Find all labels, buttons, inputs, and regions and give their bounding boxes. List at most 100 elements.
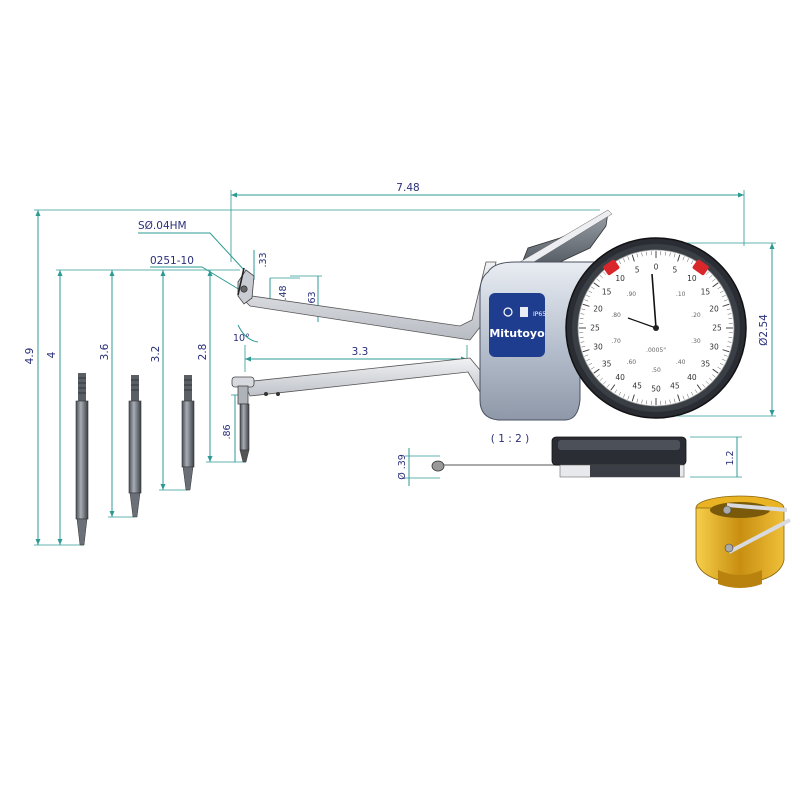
dial-tick	[636, 253, 639, 258]
dial-tick	[641, 399, 643, 404]
dimension-probe-28: 2.8	[197, 270, 246, 463]
probe-4-label: 4	[46, 351, 58, 358]
dial-inner-numbers: .10.20.30.40.50.60.70.80.90	[611, 291, 701, 374]
dial-inner-number: .30	[691, 338, 701, 345]
dial-tick	[726, 308, 731, 311]
dimension-tip-48: .48	[269, 277, 300, 302]
dial-tick	[590, 286, 595, 290]
dial-outer-number: 5	[635, 265, 640, 274]
dial-tick	[641, 252, 643, 257]
dial-tick	[712, 374, 716, 378]
dial-tick	[723, 354, 728, 357]
dial-tick	[723, 299, 728, 302]
dial-tick	[582, 349, 590, 353]
probe-28-label: 2.8	[197, 344, 209, 361]
dial-tick	[719, 290, 724, 294]
dimension-overall-length: 7.48	[230, 182, 745, 262]
ball-label: SØ.04HM	[138, 220, 187, 232]
dial-tick	[581, 345, 586, 348]
dial-tick	[631, 394, 635, 402]
dial-tick	[580, 313, 585, 315]
dial-outer-number: 20	[709, 305, 719, 314]
dial-outer-number: 30	[593, 342, 603, 351]
dial-tick	[712, 282, 719, 288]
dial-tick	[705, 381, 709, 385]
dial-tick	[712, 278, 716, 282]
dial-inner-number: .70	[611, 338, 621, 345]
dial-inner-number: .40	[676, 359, 686, 366]
dial-tick	[709, 275, 713, 279]
dial-tick	[669, 399, 671, 404]
dial-outer-number: 15	[602, 288, 612, 297]
dial-tick	[722, 303, 730, 307]
dial-tick	[627, 395, 630, 400]
dial-tick	[677, 394, 681, 402]
dial-tick	[721, 295, 726, 298]
dial-diameter-label: Ø2.54	[758, 314, 770, 346]
dial-outer-number: 5	[672, 265, 677, 274]
dial-tick	[690, 391, 694, 396]
dial-units: .0005"	[646, 347, 666, 354]
dial-tick	[590, 366, 595, 370]
dial-tick	[728, 318, 733, 320]
dial-tick	[677, 254, 681, 262]
dial-tick	[584, 299, 589, 302]
overall-length-label: 7.48	[396, 182, 419, 194]
dial-tick	[719, 362, 724, 366]
limit-marker-left	[603, 259, 620, 276]
dial-outer-number: 35	[701, 359, 711, 368]
gear-icon	[503, 307, 513, 317]
side-view: ( 1 : 2 ) Ø .39 1.2	[397, 433, 742, 486]
dial-outer-number: 25	[712, 324, 722, 333]
dial-inner-number: .90	[627, 291, 637, 298]
wire-dia-label: Ø .39	[397, 454, 408, 480]
tip-48-label: .48	[278, 285, 289, 300]
probe-tip-32	[181, 375, 195, 491]
dial-tick	[696, 384, 702, 391]
dial-outer-number: 30	[709, 342, 719, 351]
dial-tick	[623, 393, 626, 398]
lower-arm	[231, 357, 501, 463]
dial-tick	[717, 366, 722, 370]
dial-tick	[618, 260, 622, 265]
dial-tick	[596, 278, 600, 282]
ip-rating: IP65	[533, 311, 546, 318]
dial-outer-number: 45	[670, 382, 680, 391]
dial-tick	[631, 254, 635, 262]
brand-badge	[489, 293, 545, 357]
dial-tick	[726, 345, 731, 348]
dimension-angle: 10°	[233, 324, 259, 344]
dial-tick	[586, 358, 591, 361]
dial-tick	[599, 275, 603, 279]
dial-outer-number: 40	[615, 373, 625, 382]
tip-63-label: .63	[307, 291, 318, 306]
lower-tip-label: .86	[222, 424, 233, 439]
dial-tick	[664, 251, 666, 256]
dial-tick	[728, 336, 733, 338]
dial-tick	[682, 256, 685, 261]
dial-outer-number: 0	[654, 263, 659, 272]
dial-tick	[588, 290, 593, 294]
dial-tick	[686, 258, 689, 263]
dial-inner-number: .10	[676, 291, 686, 298]
ring-gauge-icon	[695, 495, 791, 588]
dial-outer-number: 35	[602, 359, 612, 368]
dial-tick	[606, 384, 610, 388]
body-thickness-label: 1.2	[725, 450, 736, 465]
probe-36-label: 3.6	[99, 343, 111, 360]
brand-logo: Mitutoyo	[489, 327, 545, 340]
dial-tick	[579, 318, 584, 320]
dial-tick	[709, 377, 713, 381]
dial-tick	[599, 377, 603, 381]
limit-marker-right	[692, 259, 709, 276]
dimension-probe-32: 3.2	[150, 270, 188, 491]
angle-label: 10°	[233, 333, 250, 344]
dial-tick	[588, 362, 593, 366]
dial-tick	[712, 368, 719, 374]
dial-inner-number: .60	[627, 359, 637, 366]
part-label-callout: 0251-10	[150, 255, 241, 291]
dial-outer-number: 15	[701, 288, 711, 297]
dial-tick	[593, 368, 600, 374]
dial-tick	[721, 358, 726, 361]
